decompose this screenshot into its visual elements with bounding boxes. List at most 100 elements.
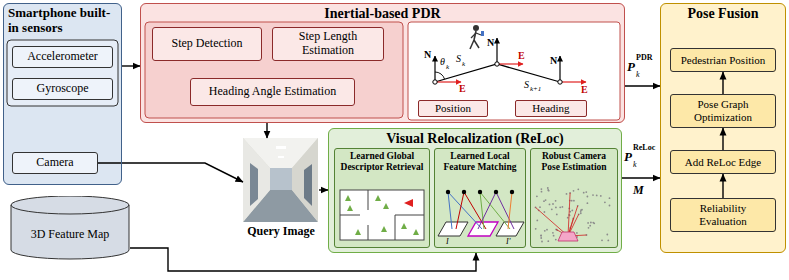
math-label: N (424, 50, 431, 60)
process-box: Pose Graph Optimization (670, 94, 776, 128)
process-box: Step Length Estimation (272, 27, 384, 61)
box-label: Reliability Evaluation (675, 202, 771, 227)
flow-arrow (625, 85, 660, 86)
point-cloud-part (587, 222, 589, 224)
point-cloud-part (547, 187, 549, 189)
box-fill (334, 148, 430, 248)
view-marker-part (355, 229, 361, 235)
point-cloud-part (587, 196, 589, 198)
point-cloud-part (588, 227, 590, 229)
floor-plan-part (340, 215, 360, 216)
view-marker-part (375, 195, 381, 201)
box-fill (152, 27, 262, 61)
point-cloud-part (551, 208, 553, 210)
point-cloud-part (562, 206, 564, 208)
point-cloud-part (581, 209, 583, 211)
point-cloud-part (601, 239, 603, 241)
point-cloud-part (544, 211, 546, 213)
box-label: Heading (519, 102, 583, 115)
box-fill (12, 78, 113, 100)
process-box: Learned Local Feature Matching (434, 148, 526, 248)
trajectory-sketch-part (481, 31, 484, 36)
sensor-box: Camera (12, 152, 98, 174)
point-cloud-part (573, 190, 575, 192)
process-box: Step Detection (152, 27, 262, 61)
point-cloud-part (548, 190, 550, 192)
box-fill (272, 27, 384, 61)
point-cloud-part (549, 204, 551, 206)
trajectory-sketch-part (435, 64, 560, 82)
point-cloud-part (590, 222, 592, 224)
view-marker (345, 195, 419, 235)
point-cloud-part (547, 189, 549, 191)
group-frame-part (7, 40, 118, 106)
query-photo-part (243, 138, 270, 222)
box-label: Camera (17, 156, 93, 170)
view-marker-part (404, 199, 413, 207)
trajectory-sketch-part (558, 80, 562, 84)
math-label: I' (506, 238, 510, 246)
point-cloud-part (592, 194, 594, 196)
math-label: k (633, 161, 637, 169)
box-fill (670, 48, 776, 72)
point-cloud-part (540, 237, 542, 239)
flow-arrow (722, 72, 723, 94)
point-cloud-part (580, 209, 582, 211)
cylinder-outline-part (11, 196, 129, 259)
trajectory-sketch-part (495, 62, 499, 66)
trajectory-sketch-part (470, 40, 474, 49)
feature-matching-part (478, 190, 482, 194)
trajectory-sketch-part (471, 33, 476, 38)
point-cloud-part (559, 206, 561, 208)
point-cloud-part (589, 225, 591, 227)
feature-matching-part (478, 192, 496, 229)
process-box: Reliability Evaluation (670, 198, 776, 232)
query-photo-part (250, 163, 258, 206)
point-cloud-part (556, 214, 558, 216)
trajectory-sketch-part (476, 33, 481, 35)
query-photo-part (276, 146, 286, 149)
sensor-box: Gyroscope (12, 78, 113, 100)
flow-arrow (130, 248, 476, 271)
point-cloud-part (547, 240, 549, 242)
flow-arrow (122, 65, 140, 66)
floor-plan-part (368, 190, 369, 210)
box-fill (3, 3, 122, 185)
box-fill (670, 198, 776, 232)
point-cloud-part (571, 210, 573, 212)
flow-arrow (266, 123, 267, 138)
trajectory-sketch-part (497, 63, 523, 64)
point-cloud-part (543, 200, 545, 202)
floor-plan-part (340, 190, 424, 240)
math-label: N (487, 38, 494, 48)
trajectory-sketch-part (473, 25, 479, 31)
math-label: I (446, 238, 449, 246)
view-marker-part (383, 203, 389, 209)
feature-matching-part (456, 192, 464, 229)
floor-plan-part (395, 215, 396, 240)
panel-title: Robust Camera Pose Estimation (535, 151, 613, 173)
box-label: Position (422, 102, 484, 115)
box-label: Query Image (244, 225, 318, 239)
point-cloud-part (609, 205, 611, 207)
module-panel: Visual Relocalization (ReLoc)Learned Glo… (328, 128, 622, 253)
math-label: M (633, 184, 644, 196)
math-label: k (462, 61, 465, 68)
point-cloud-part (544, 230, 546, 232)
math-label: ReLoc (633, 144, 655, 152)
feature-matching-part (448, 192, 452, 229)
view-marker-part (401, 223, 407, 229)
panel-title: Smartphone built-in sensors (8, 6, 117, 36)
point-cloud-part (545, 199, 547, 201)
point-cloud-part (583, 192, 585, 194)
trajectory-sketch-part (560, 81, 586, 82)
query-image: Query Image (243, 138, 319, 240)
point-cloud-part (607, 240, 609, 242)
feature-matching-part (438, 222, 468, 236)
math-label: θ (440, 57, 445, 67)
box-fill (12, 46, 113, 68)
math-label: N (550, 56, 557, 66)
trajectory-sketch-part (434, 56, 435, 82)
point-cloud-part (593, 222, 595, 224)
